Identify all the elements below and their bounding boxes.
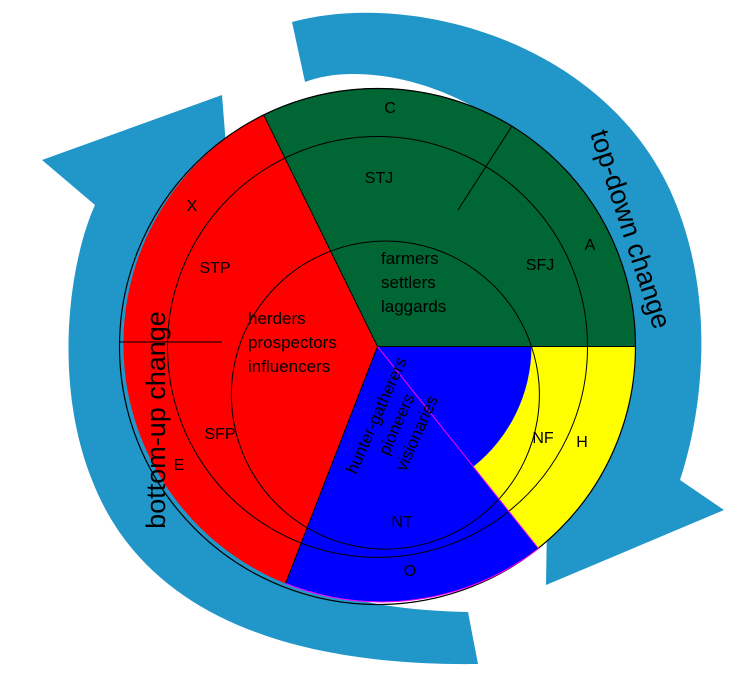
core-green-line-1: farmers	[381, 249, 439, 268]
core-green-line-2: settlers	[381, 273, 436, 292]
blue-bottom-edge	[285, 548, 539, 603]
core-red-line-2: prospectors	[248, 333, 337, 352]
bottom-up-change-label: bottom-up change	[141, 311, 171, 529]
wheel	[118, 87, 637, 606]
red-segment	[123, 114, 378, 584]
label-stj: STJ	[365, 170, 393, 187]
core-red-line-3: influencers	[248, 357, 330, 376]
label-e: E	[174, 457, 185, 474]
label-stp: STP	[199, 260, 230, 277]
label-nf: NF	[532, 430, 554, 447]
middle-ring-circle	[230, 240, 540, 550]
divider-red-blue	[285, 346, 378, 584]
label-a: A	[585, 237, 596, 254]
label-h: H	[576, 434, 588, 451]
core-red-line-1: herders	[248, 309, 306, 328]
blue-segment	[285, 346, 539, 602]
label-c: C	[384, 100, 396, 117]
yellow-segment	[473, 346, 636, 549]
label-nt: NT	[391, 514, 413, 531]
core-green-line-3: laggards	[381, 297, 446, 316]
label-x: X	[187, 198, 198, 215]
divider-red-green	[263, 114, 378, 347]
label-o: O	[404, 563, 416, 580]
green-segment	[263, 87, 636, 347]
divider-green-left-right	[457, 125, 513, 211]
label-sfp: SFP	[204, 426, 235, 443]
outer-ring-boundary	[166, 136, 589, 558]
divider-blue-yellow	[377, 346, 539, 549]
label-sfj: SFJ	[526, 257, 554, 274]
